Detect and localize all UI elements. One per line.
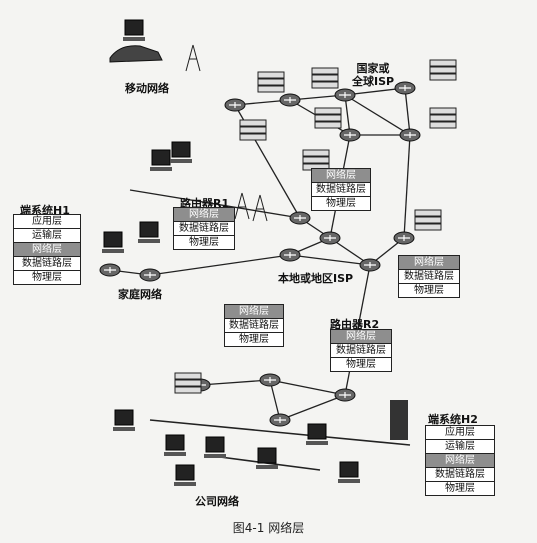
router-icon (279, 93, 301, 107)
router-icon (269, 413, 291, 427)
stack-layer: 网络层 (174, 208, 234, 222)
network-link (269, 379, 346, 396)
router-r1-label: 路由器R1 (180, 197, 230, 210)
network-link (279, 394, 346, 421)
network-link (404, 87, 411, 136)
computer-icon (102, 231, 124, 253)
computer-icon (123, 19, 145, 41)
global-isp-label: 国家或 全球ISP (352, 62, 395, 88)
computer-icon (150, 149, 172, 171)
computer-icon (174, 464, 196, 486)
local-isp-label: 本地或地区ISP (278, 272, 354, 285)
figure-caption: 图4-1 网络层 (232, 521, 305, 535)
stack-layer: 数据链路层 (426, 468, 494, 482)
computer-icon (338, 461, 360, 483)
server-rack-icon (429, 107, 457, 129)
host-h1-label: 端系统H1 (20, 204, 70, 217)
server-rack-icon (314, 107, 342, 129)
stack-layer: 物理层 (414, 285, 444, 296)
router-icon (289, 211, 311, 225)
host-h2-label: 端系统H2 (428, 413, 478, 426)
network-link (129, 189, 301, 219)
server-rack-icon (239, 119, 267, 141)
network-link (199, 379, 271, 386)
router-icon (399, 128, 421, 142)
server-rack-icon (429, 59, 457, 81)
stack-layer: 网络层 (14, 243, 80, 257)
server-rack-icon (311, 67, 339, 89)
router-icon (259, 373, 281, 387)
stack-layer: 物理层 (346, 359, 376, 370)
router-icon (334, 388, 356, 402)
router-icon (99, 263, 121, 277)
router-icon (319, 231, 341, 245)
top-right-stack: 网络层数据链路层物理层 (311, 168, 371, 211)
router-icon (394, 81, 416, 95)
computer-icon (113, 409, 135, 431)
stack-layer: 数据链路层 (14, 257, 80, 271)
stack-layer: 数据链路层 (174, 222, 234, 236)
network-link (403, 134, 411, 239)
network-link (269, 379, 281, 421)
stack-layer: 数据链路层 (331, 344, 391, 358)
mobile-network-label: 移动网络 (125, 82, 169, 95)
stack-layer: 数据链路层 (225, 319, 283, 333)
router-r1-stack: 网络层数据链路层物理层 (173, 207, 235, 250)
mid-left-stack: 网络层数据链路层物理层 (224, 304, 284, 347)
stack-layer: 运输层 (426, 440, 494, 454)
stack-layer: 网络层 (426, 454, 494, 468)
stack-layer: 物理层 (445, 483, 475, 494)
stack-layer: 网络层 (225, 305, 283, 319)
host-h1-stack: 应用层运输层网络层数据链路层物理层 (13, 214, 81, 285)
home-network-label: 家庭网络 (118, 288, 162, 301)
router-r2-stack: 网络层数据链路层物理层 (330, 329, 392, 372)
stack-layer: 网络层 (331, 330, 391, 344)
computer-icon (256, 447, 278, 469)
router-icon (339, 128, 361, 142)
router-icon (359, 258, 381, 272)
server-rack-icon (414, 209, 442, 231)
stack-layer: 物理层 (32, 272, 62, 283)
antenna-tower-icon (185, 44, 201, 72)
router-icon (279, 248, 301, 262)
server-rack-icon (174, 372, 202, 394)
stack-layer: 物理层 (239, 334, 269, 345)
host-h2-stack: 应用层运输层网络层数据链路层物理层 (425, 425, 495, 496)
tower-server-icon (390, 400, 408, 440)
router-icon (393, 231, 415, 245)
router-icon (139, 268, 161, 282)
stack-layer: 网络层 (312, 169, 370, 183)
router-r2-label: 路由器R2 (330, 318, 380, 331)
router-icon (224, 98, 246, 112)
network-link (149, 254, 291, 276)
stack-layer: 运输层 (14, 229, 80, 243)
stack-layer: 数据链路层 (399, 270, 459, 284)
stack-layer: 物理层 (189, 237, 219, 248)
stack-layer: 应用层 (14, 215, 80, 229)
server-rack-icon (302, 149, 330, 171)
stack-layer: 物理层 (326, 198, 356, 209)
network-link (344, 94, 411, 136)
stack-layer: 应用层 (426, 426, 494, 440)
company-network-label: 公司网络 (195, 495, 239, 508)
computer-icon (306, 423, 328, 445)
computer-icon (164, 434, 186, 456)
network-link (149, 419, 411, 446)
router-icon (334, 88, 356, 102)
antenna-tower-icon (234, 192, 250, 220)
antenna-tower-icon (252, 194, 268, 222)
local-isp-stack: 网络层数据链路层物理层 (398, 255, 460, 298)
stack-layer: 网络层 (399, 256, 459, 270)
computer-icon (138, 221, 160, 243)
network-link (289, 254, 371, 266)
network-link (344, 94, 351, 136)
stack-layer: 数据链路层 (312, 183, 370, 197)
computer-icon (204, 436, 226, 458)
computer-icon (170, 141, 192, 163)
car-icon (109, 45, 163, 63)
server-rack-icon (257, 71, 285, 93)
